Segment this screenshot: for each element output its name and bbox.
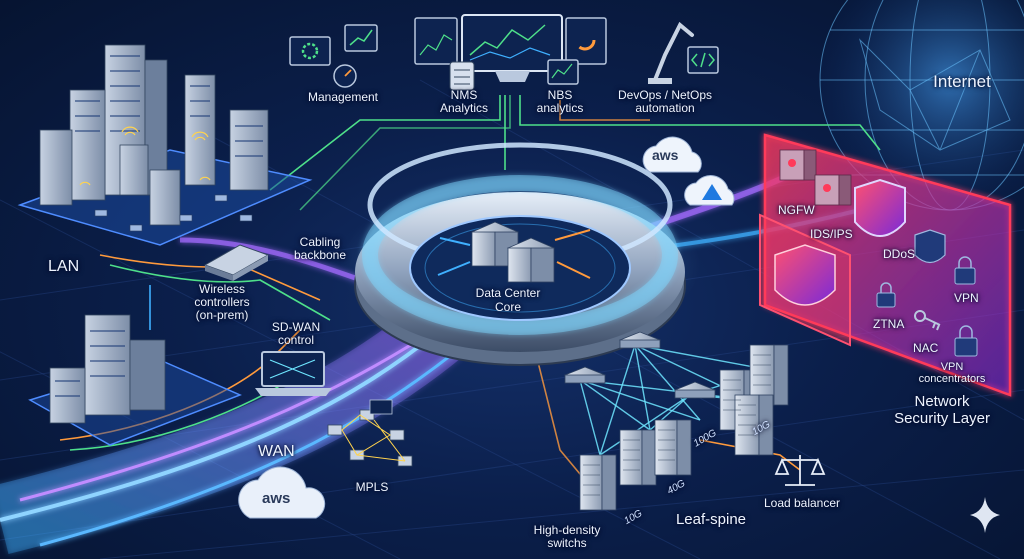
ztna-label: ZTNA: [873, 317, 905, 331]
datacenter-core-label-2: Core: [494, 300, 522, 314]
nac-label: NAC: [913, 341, 939, 355]
lock-icon: [954, 325, 978, 357]
vpn-concentrators-label-2: concentrators: [918, 373, 986, 385]
nbs-label: NBS: [547, 88, 573, 102]
spine-switch: [673, 381, 717, 399]
datacenter-core-label: Data Center: [475, 286, 541, 300]
ddos-label: DDoS: [883, 247, 916, 261]
code-icon: [687, 46, 719, 74]
management-links: [269, 95, 881, 211]
azure-cloud-icon: [684, 175, 735, 206]
gear-icon: [289, 36, 331, 66]
high-density-label-2: switchs: [547, 536, 587, 550]
spine-switch: [563, 366, 607, 384]
monitor-icon: [414, 14, 607, 91]
sdwan-label-2: control: [277, 333, 315, 347]
wireless-label: Wireless: [198, 282, 246, 296]
analytics-label: Analytics: [439, 101, 489, 115]
wireless-label-3: (on-prem): [195, 308, 249, 322]
wireless-controller-box: [203, 244, 270, 281]
wireless-label-2: controllers: [194, 295, 250, 309]
aws-bottom-label: aws: [262, 490, 291, 507]
gauge-icon: [333, 64, 357, 88]
aws-top-label: aws: [652, 147, 679, 163]
robot-arm-icon: [648, 21, 694, 84]
aws-cloud-icon: [642, 136, 702, 173]
chart-icon: [344, 24, 378, 52]
scale-icon: [774, 455, 826, 486]
shield-icon: [914, 229, 946, 264]
sparkle-icon: [970, 497, 1000, 533]
security-layer-label-2: Security Layer: [894, 410, 990, 427]
rack-slots: [583, 354, 771, 496]
shield-icon: [774, 244, 836, 306]
wan-campus: [28, 314, 413, 519]
key-icon: [914, 310, 941, 331]
management-dashboards: [289, 14, 719, 91]
vpn-label: VPN: [954, 291, 979, 305]
internet-label: Internet: [933, 72, 991, 91]
devops-label: DevOps / NetOps: [617, 88, 713, 102]
ids-ips-label: IDS/IPS: [810, 227, 853, 241]
sdwan-laptop: [255, 351, 332, 396]
wan-label: WAN: [258, 443, 295, 460]
shield-icon: [854, 178, 906, 237]
vpn-concentrators-label: VPN: [940, 361, 964, 373]
nbs-analytics-label: analytics: [536, 101, 584, 115]
leaf-spine-mesh: [579, 344, 771, 456]
automation-label: automation: [635, 101, 695, 115]
aws-cloud-icon: [238, 466, 326, 519]
management-label: Management: [307, 90, 379, 104]
load-balancer-label: Load balancer: [763, 496, 841, 510]
leaf-spine-label: Leaf-spine: [675, 511, 747, 528]
security-layer-label: Network: [914, 393, 970, 410]
lock-icon: [954, 256, 976, 285]
spine-switch: [618, 331, 662, 349]
cabling-label-2: backbone: [293, 248, 347, 262]
sdwan-label: SD-WAN: [271, 320, 321, 334]
nms-label: NMS: [450, 88, 478, 102]
high-density-label: High-density: [533, 523, 601, 537]
mpls-label: MPLS: [355, 480, 389, 494]
datacenter-core-ring: [340, 142, 700, 366]
cabling-label: Cabling: [299, 235, 341, 249]
security-layer: [759, 133, 1012, 397]
lan-label: LAN: [48, 258, 80, 275]
lock-icon: [876, 282, 896, 308]
lan-campus: [17, 44, 313, 281]
ngfw-label: NGFW: [778, 203, 815, 217]
